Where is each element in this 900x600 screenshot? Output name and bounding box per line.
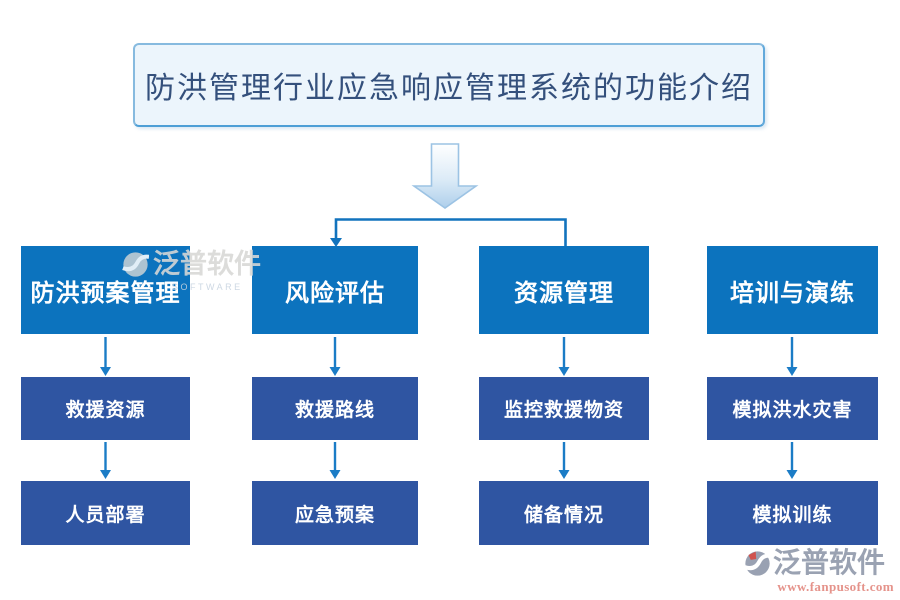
- header-box-flood-plan-management: 防洪预案管理: [21, 246, 190, 334]
- item-box-reserve-status: 储备情况: [479, 481, 649, 545]
- item-box-emergency-plan: 应急预案: [252, 481, 418, 545]
- big-down-arrow-icon: [411, 143, 479, 209]
- item-box-personnel-deployment: 人员部署: [21, 481, 190, 545]
- item-box-monitor-rescue-supplies: 监控救援物资: [479, 377, 649, 440]
- item-box-simulate-flood-disaster: 模拟洪水灾害: [707, 377, 878, 440]
- column-flood-plan: 防洪预案管理 救援资源 人员部署: [21, 0, 190, 600]
- item-box-simulation-training: 模拟训练: [707, 481, 878, 545]
- fanpu-swirl-icon: [744, 551, 771, 576]
- header-box-resource-management: 资源管理: [479, 246, 649, 334]
- item-box-rescue-routes: 救援路线: [252, 377, 418, 440]
- page-title: 防洪管理行业应急响应管理系统的功能介绍: [145, 72, 753, 105]
- title-box: 防洪管理行业应急响应管理系统的功能介绍: [133, 43, 765, 127]
- header-box-training-and-drills: 培训与演练: [707, 246, 878, 334]
- column-resource-management: 资源管理 监控救援物资 储备情况: [479, 0, 649, 600]
- item-box-rescue-resources: 救援资源: [21, 377, 190, 440]
- header-box-risk-assessment: 风险评估: [252, 246, 418, 334]
- fanpu-logo: 泛普软件 www.fanpusoft.com: [744, 549, 894, 595]
- column-risk-assessment: 风险评估 救援路线 应急预案: [252, 0, 418, 600]
- column-training-drills: 培训与演练 模拟洪水灾害 模拟训练: [707, 0, 878, 600]
- logo-brand-text: 泛普软件: [773, 547, 886, 579]
- logo-url-text: www.fanpusoft.com: [777, 579, 894, 594]
